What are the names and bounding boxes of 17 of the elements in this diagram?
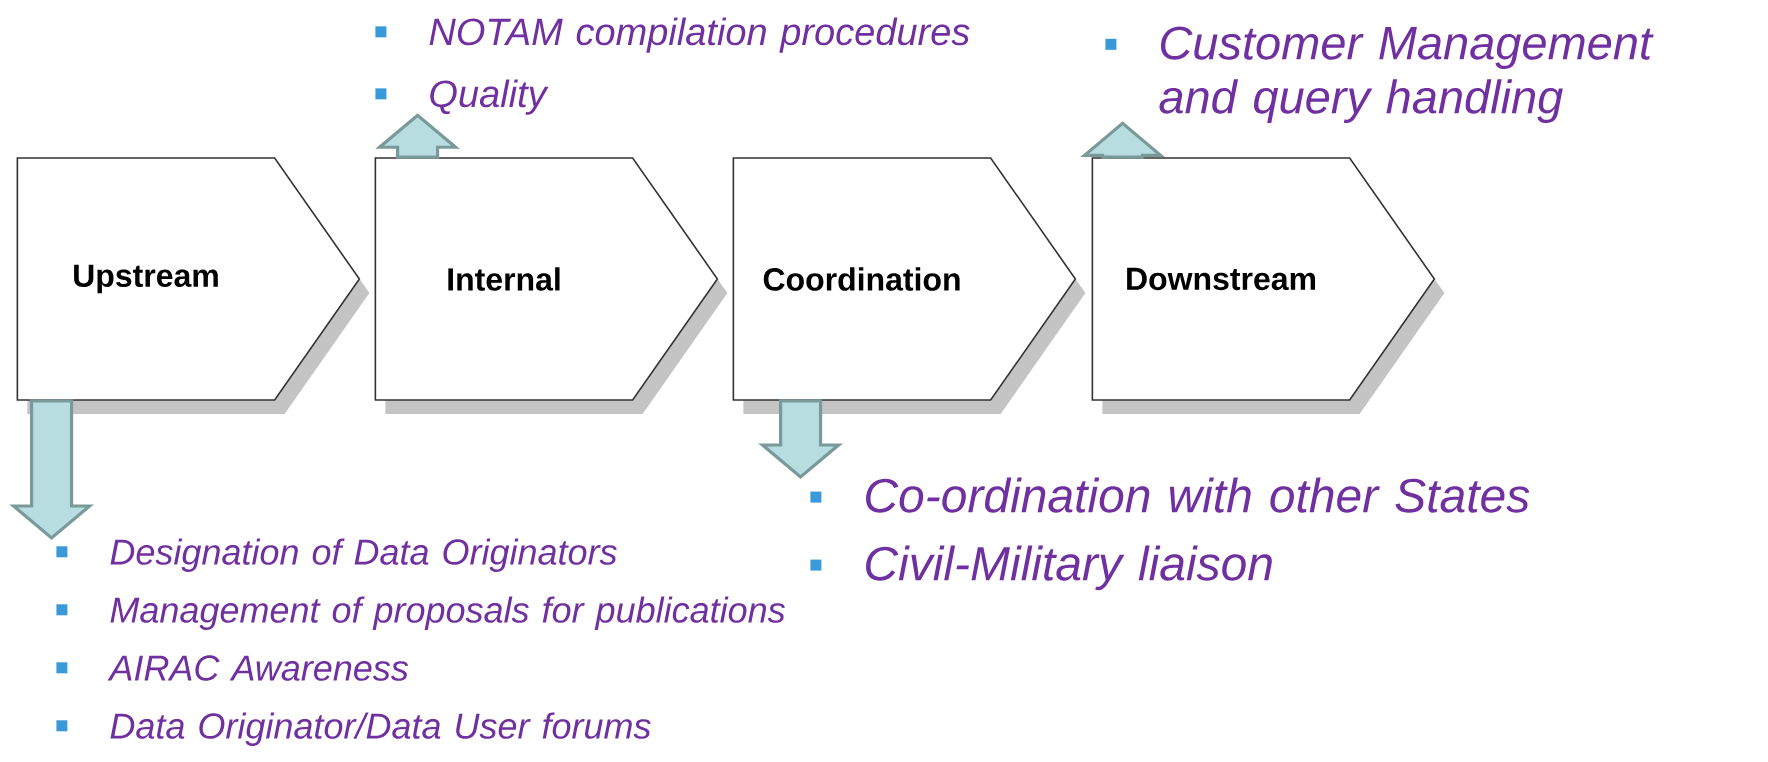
bullet-item: AIRAC Awareness <box>56 655 409 681</box>
block-arrow <box>375 113 460 159</box>
bullet-item: Customer Management and query handling <box>1105 26 1654 123</box>
bullet-item: Civil-Military liaison <box>810 545 1272 591</box>
bullet-item: Co-ordination with other States <box>810 477 1530 513</box>
bullet-item: Designation of Data Originators <box>56 538 617 572</box>
chevron-box: Internal <box>374 157 728 414</box>
chevron-box: Upstream <box>16 157 370 414</box>
block-arrow <box>9 399 94 541</box>
bullet-item: Data Originator/Data User forums <box>56 712 651 746</box>
bullet-item: NOTAM compilation procedures <box>375 17 970 53</box>
bullet-item: Quality <box>375 79 549 115</box>
chevron-box: Downstream <box>1091 157 1445 414</box>
block-arrow <box>1080 121 1165 159</box>
block-arrow <box>758 399 843 480</box>
bullet-item: Management of proposals for publications <box>56 596 785 630</box>
chevron-box: Coordination <box>732 157 1086 414</box>
